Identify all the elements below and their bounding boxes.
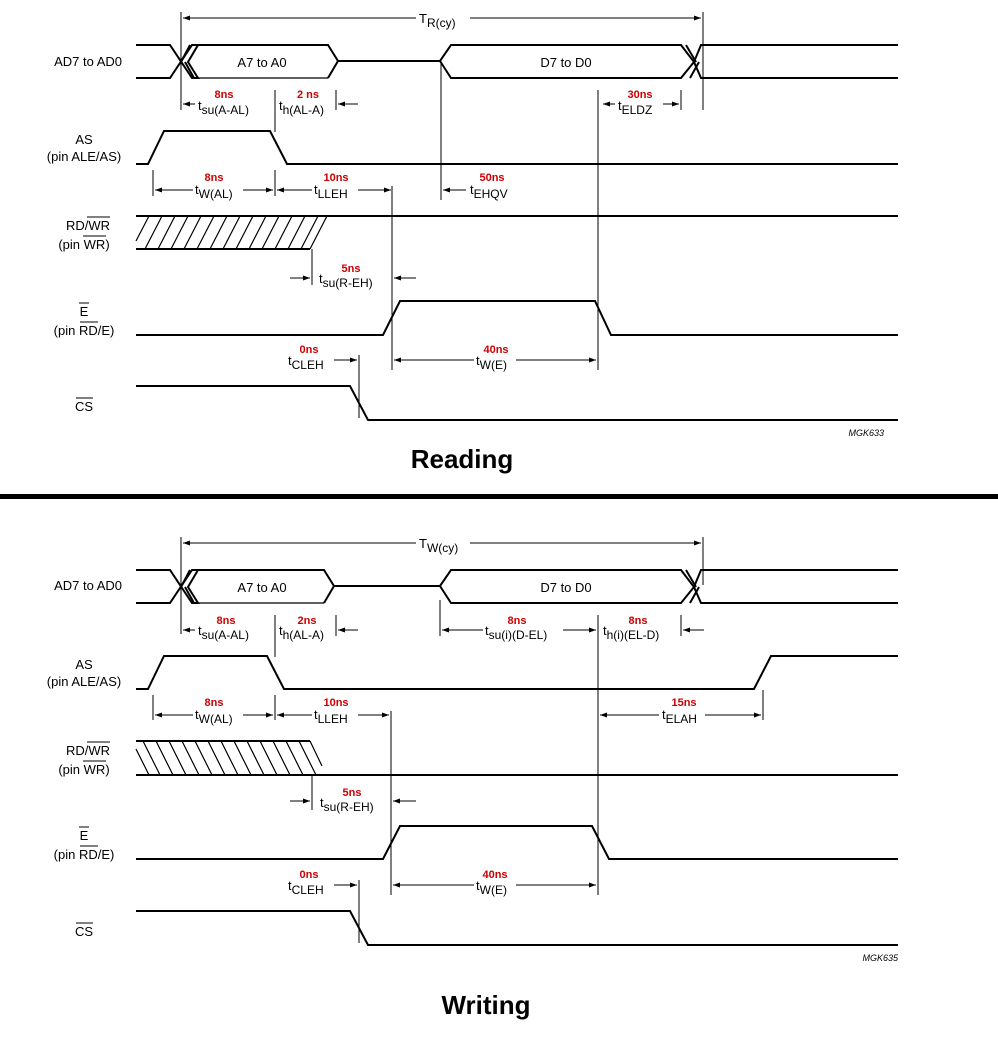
writing-cs-waveform: [136, 910, 898, 946]
writing-ad-label: AD7 to AD0: [54, 578, 122, 593]
writing-rdwr-label: RD/WR: [66, 743, 110, 758]
svg-text:tCLEH: tCLEH: [288, 353, 324, 372]
writing-telah: 15ns tELAH: [600, 690, 764, 726]
writing-title: Writing: [441, 990, 530, 1020]
writing-address-bus: A7 to A0: [237, 580, 286, 595]
svg-text:th(i)(EL-D): th(i)(EL-D): [603, 623, 659, 642]
section-divider: [0, 494, 998, 499]
reading-title: Reading: [411, 444, 514, 474]
reading-rdwr-label: RD/WR: [66, 218, 110, 233]
svg-text:TR(cy): TR(cy): [419, 11, 456, 30]
writing-rdwr-pin: (pin WR): [58, 762, 109, 777]
svg-text:TW(cy): TW(cy): [419, 536, 458, 555]
svg-text:50ns: 50ns: [479, 172, 504, 184]
svg-text:tsu(R-EH): tsu(R-EH): [320, 795, 374, 814]
svg-text:8ns: 8ns: [215, 89, 234, 101]
svg-text:tW(E): tW(E): [476, 878, 507, 897]
svg-text:2ns: 2ns: [298, 615, 317, 627]
writing-tw-e: 40ns tW(E): [393, 869, 596, 897]
reading-teldz: 30ns tELDZ: [603, 89, 682, 117]
reading-figure-code: MGK633: [848, 428, 884, 438]
svg-text:8ns: 8ns: [508, 615, 527, 627]
svg-text:8ns: 8ns: [205, 172, 224, 184]
writing-th-ala: 2ns th(AL-A): [274, 615, 358, 657]
svg-text:tCLEH: tCLEH: [288, 878, 324, 897]
writing-tsu-aal: 8ns tsu(A-AL): [183, 615, 249, 642]
reading-tsu-reh: 5ns tsu(R-EH): [290, 186, 416, 370]
svg-text:0ns: 0ns: [300, 344, 319, 356]
reading-as-pin: (pin ALE/AS): [47, 149, 121, 164]
svg-text:th(AL-A): th(AL-A): [279, 98, 324, 117]
reading-rdwr-pin: (pin WR): [58, 237, 109, 252]
reading-ad-waveform: [136, 44, 898, 79]
reading-cs-waveform: [136, 385, 898, 421]
svg-text:5ns: 5ns: [342, 263, 361, 275]
writing-rdwr-waveform: [135, 740, 898, 776]
reading-tsu-aal: 8ns tsu(A-AL): [183, 89, 249, 117]
reading-tw-e: 40ns tW(E): [394, 344, 596, 372]
writing-cs-label: CS: [75, 924, 93, 939]
svg-text:tsu(A-AL): tsu(A-AL): [198, 98, 249, 117]
writing-tw-al: 8ns tW(AL): [152, 695, 273, 726]
writing-data-bus: D7 to D0: [540, 580, 591, 595]
writing-tsu-reh: 5ns tsu(R-EH): [290, 711, 416, 895]
reading-diagram: TR(cy) AD7 to AD0 A7 to A0 D7 to D0 8ns …: [47, 11, 898, 474]
svg-text:th(AL-A): th(AL-A): [279, 623, 324, 642]
writing-e-waveform: [136, 825, 898, 860]
svg-text:tsu(i)(D-EL): tsu(i)(D-EL): [485, 623, 547, 642]
svg-text:tsu(A-AL): tsu(A-AL): [198, 623, 249, 642]
svg-text:10ns: 10ns: [323, 697, 348, 709]
svg-text:tELDZ: tELDZ: [618, 98, 652, 117]
reading-data-bus: D7 to D0: [540, 55, 591, 70]
svg-text:tLLEH: tLLEH: [314, 182, 348, 201]
reading-ad-label: AD7 to AD0: [54, 54, 122, 69]
svg-text:8ns: 8ns: [205, 697, 224, 709]
writing-tsu-del: 8ns tsu(i)(D-EL): [439, 600, 596, 642]
svg-text:8ns: 8ns: [629, 615, 648, 627]
svg-text:2 ns: 2 ns: [297, 89, 319, 101]
writing-diagram: TW(cy) AD7 to AD0 A7 to A0 D7 to D0 8ns …: [47, 536, 899, 1020]
writing-cycle-time: TW(cy): [180, 536, 704, 634]
reading-e-pin: (pin RD/E): [54, 323, 115, 338]
reading-as-label: AS: [75, 132, 93, 147]
svg-text:tW(E): tW(E): [476, 353, 507, 372]
reading-cycle-time: TR(cy): [180, 11, 704, 110]
reading-tlleh: 10ns tLLEH: [274, 170, 391, 201]
svg-text:tLLEH: tLLEH: [314, 707, 348, 726]
writing-as-pin: (pin ALE/AS): [47, 674, 121, 689]
svg-text:tELAH: tELAH: [662, 707, 697, 726]
reading-tcleh: 0ns tCLEH: [288, 344, 360, 418]
svg-text:tW(AL): tW(AL): [195, 182, 233, 201]
writing-tlleh: 10ns tLLEH: [274, 695, 389, 726]
writing-e-pin: (pin RD/E): [54, 847, 115, 862]
reading-tehqv: 50ns tEHQV: [440, 62, 508, 201]
writing-as-label: AS: [75, 657, 93, 672]
svg-text:8ns: 8ns: [217, 615, 236, 627]
svg-text:40ns: 40ns: [483, 344, 508, 356]
writing-tcleh: 0ns tCLEH: [288, 869, 360, 943]
reading-th-ala: 2 ns th(AL-A): [274, 89, 358, 132]
svg-text:0ns: 0ns: [300, 869, 319, 881]
svg-text:15ns: 15ns: [671, 697, 696, 709]
reading-rdwr-waveform: [135, 215, 898, 250]
svg-text:5ns: 5ns: [343, 787, 362, 799]
reading-cs-label: CS: [75, 399, 93, 414]
svg-text:tEHQV: tEHQV: [470, 182, 508, 201]
writing-ad-waveform: [136, 569, 898, 604]
reading-tw-al: 8ns tW(AL): [152, 170, 273, 201]
reading-e-waveform: [136, 300, 898, 336]
reading-e-label: E: [80, 304, 89, 319]
writing-figure-code: MGK635: [862, 953, 899, 963]
svg-text:40ns: 40ns: [482, 869, 507, 881]
writing-e-label: E: [80, 828, 89, 843]
reading-address-bus: A7 to A0: [237, 55, 286, 70]
svg-text:30ns: 30ns: [627, 89, 652, 101]
svg-text:tW(AL): tW(AL): [195, 707, 233, 726]
svg-text:tsu(R-EH): tsu(R-EH): [319, 271, 373, 290]
reading-as-waveform: [136, 130, 898, 165]
svg-text:10ns: 10ns: [323, 172, 348, 184]
writing-as-waveform: [136, 655, 898, 690]
writing-th-eld: 8ns th(i)(EL-D): [603, 615, 704, 642]
